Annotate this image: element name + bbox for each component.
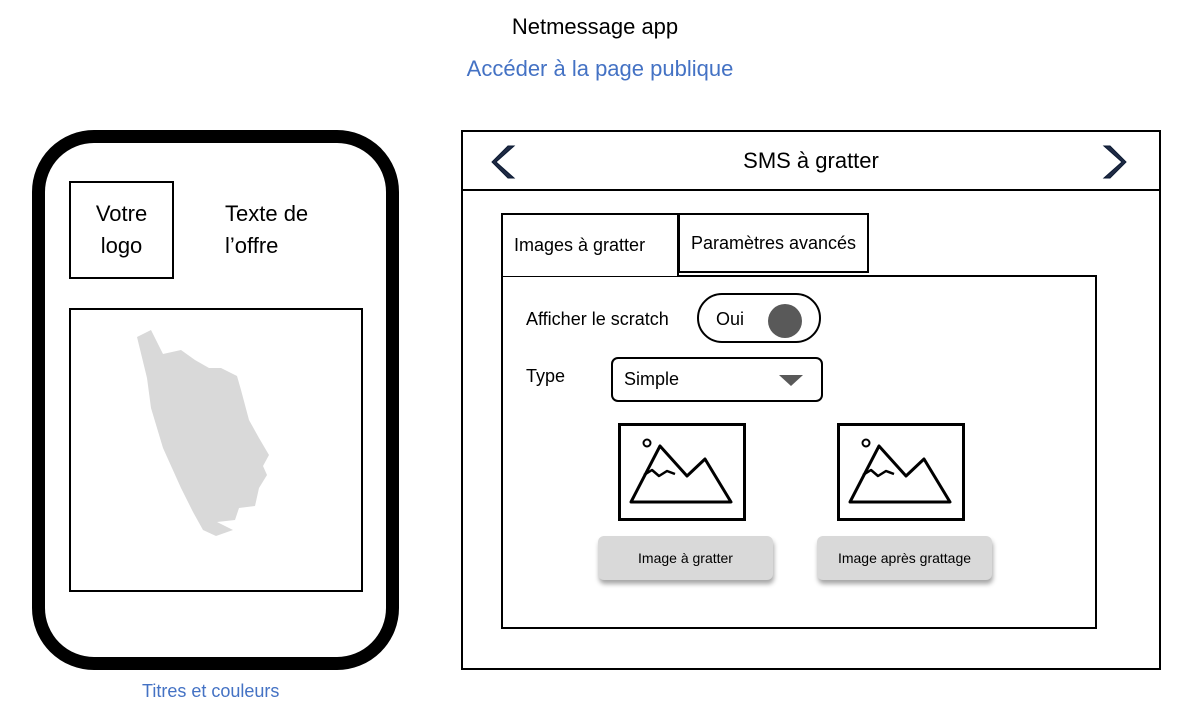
panel-header [461, 130, 1161, 191]
app-title: Netmessage app [511, 14, 679, 39]
chevron-right-icon[interactable] [1098, 144, 1128, 180]
type-select[interactable] [611, 357, 823, 402]
image-placeholder-icon [848, 438, 952, 504]
tab-content [501, 275, 1097, 629]
offer-text[interactable]: Texte de l’offre [225, 201, 309, 258]
logo-placeholder[interactable]: Votre logo [69, 181, 174, 279]
image-apres-grattage-button[interactable]: Image après grattage [817, 536, 992, 580]
titles-colors-link[interactable]: Titres et couleurs [142, 681, 280, 701]
tab-parametres-avances[interactable]: Paramètres avancés [678, 213, 869, 273]
scratch-area[interactable] [69, 308, 363, 592]
image-placeholder-icon [629, 438, 733, 504]
show-scratch-label: Afficher le scratch [526, 309, 669, 329]
chevron-left-icon[interactable] [490, 144, 520, 180]
toggle-knob[interactable] [768, 304, 802, 338]
scratch-image-preview [618, 423, 746, 521]
toggle-value: Oui [716, 309, 745, 329]
scratch-marks-icon [137, 330, 269, 536]
image-a-gratter-button[interactable]: Image à gratter [598, 536, 773, 580]
type-label: Type [526, 366, 566, 386]
caret-down-icon[interactable] [779, 375, 803, 386]
public-page-link[interactable]: Accéder à la page publique [466, 56, 734, 81]
type-select-value: Simple [624, 369, 680, 389]
tab-images-a-gratter[interactable]: Images à gratter [501, 213, 679, 276]
settings-panel [461, 130, 1161, 670]
panel-title: SMS à gratter [743, 148, 879, 173]
phone-preview-frame [32, 130, 399, 670]
after-scratch-image-preview [837, 423, 965, 521]
show-scratch-toggle[interactable] [697, 293, 821, 343]
